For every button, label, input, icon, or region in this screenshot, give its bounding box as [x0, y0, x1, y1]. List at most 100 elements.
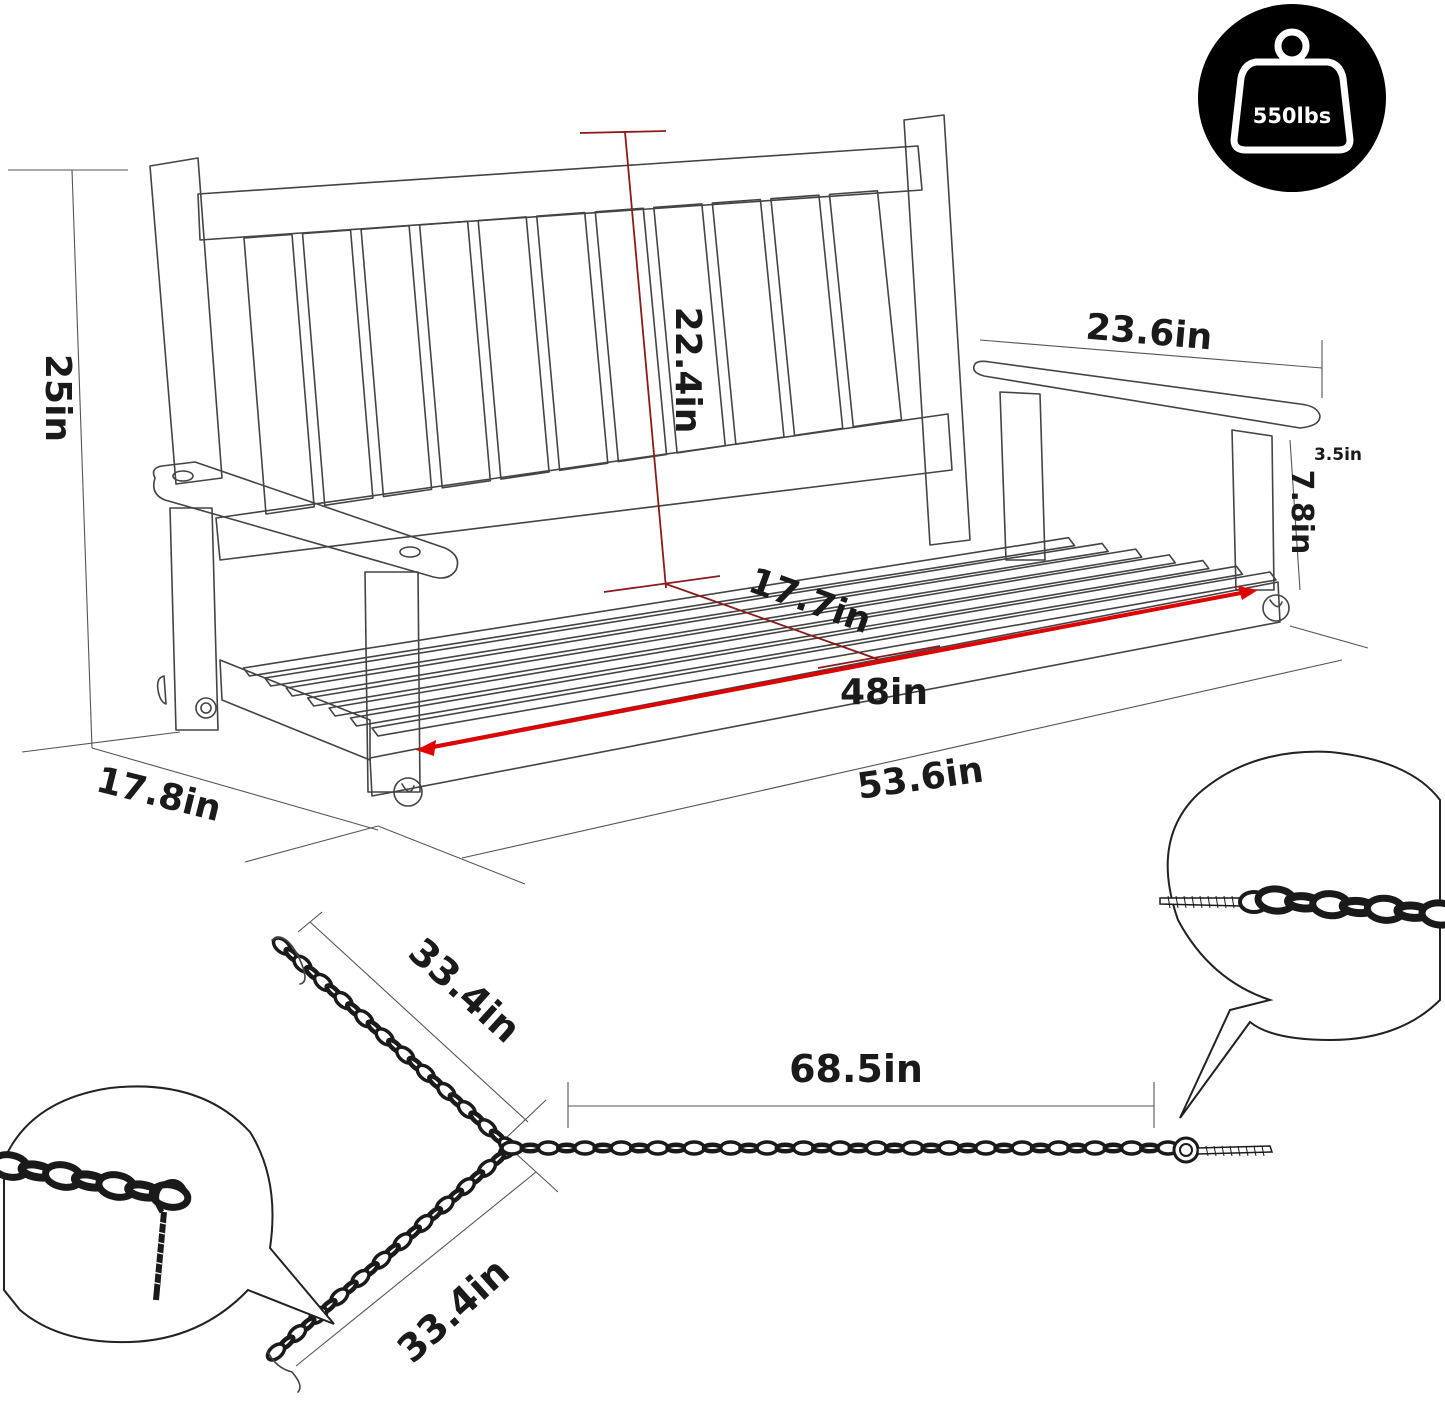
lower-chain-label: 33.4in	[389, 1249, 518, 1371]
left-back-post	[149, 157, 223, 485]
chain-link	[956, 1142, 979, 1154]
hanger-hook-right	[1262, 594, 1290, 622]
hanger-hook-rear-left	[156, 675, 217, 719]
left-armrest	[152, 461, 459, 579]
chain-link	[665, 1142, 687, 1154]
chain-link	[1139, 1142, 1161, 1154]
seat-width-label: 48in	[840, 672, 928, 713]
chain-link	[1102, 1142, 1125, 1154]
chain-link	[609, 1140, 634, 1156]
right-rear-arm-post	[999, 391, 1046, 561]
chain-link	[774, 1142, 797, 1154]
chain-link	[811, 1142, 833, 1154]
seat-slat	[264, 542, 1109, 687]
bench-dimension-lines	[416, 130, 1258, 756]
chain-link	[1083, 1140, 1107, 1156]
detail-callout-hook	[0, 1085, 335, 1344]
seat-slat	[349, 565, 1244, 727]
back-slat	[477, 216, 550, 480]
chain-link	[1119, 1140, 1144, 1156]
bench-dimension-labels: 22.4in 25in 23.6in 3.5in 7.8in 17.7in 48…	[37, 307, 1362, 830]
back-slat	[301, 229, 374, 507]
chain-link	[1046, 1140, 1071, 1156]
chain-link	[1029, 1142, 1052, 1154]
chain-link	[592, 1142, 614, 1154]
back-slat	[594, 207, 668, 463]
chain-link	[1066, 1142, 1088, 1154]
weight-badge: 550lbs	[1198, 4, 1386, 192]
arm-height-label: 7.8in	[1284, 470, 1319, 555]
right-back-post	[903, 114, 971, 546]
seat-slat	[328, 559, 1210, 717]
chain-link	[791, 1140, 816, 1156]
arm-thickness-label: 3.5in	[1314, 445, 1362, 465]
chain-link	[536, 1140, 561, 1156]
seat-slat	[285, 548, 1143, 697]
upper-chain-label: 33.4in	[400, 929, 529, 1051]
back-slat	[828, 189, 903, 428]
detail-callout-eye-bolt	[1159, 750, 1445, 1119]
chain-link	[974, 1140, 998, 1156]
chain-link	[500, 1140, 524, 1156]
chain-link	[265, 1342, 287, 1362]
chain-link	[901, 1140, 925, 1156]
chain-link	[682, 1140, 706, 1156]
seat-depth-label: 17.7in	[743, 560, 876, 642]
chain-link	[755, 1140, 779, 1156]
back-slat	[770, 194, 844, 437]
right-front-post	[1231, 429, 1275, 591]
seat-slat	[306, 554, 1177, 707]
weight-label: 550lbs	[1253, 104, 1332, 128]
chain-link	[718, 1140, 743, 1156]
back-slat	[535, 211, 609, 472]
arm-length-label: 23.6in	[1084, 307, 1214, 359]
total-height-label: 25in	[37, 354, 78, 442]
chain-detail-top	[1254, 885, 1445, 929]
chain-link	[920, 1142, 942, 1154]
weight-icon	[1230, 28, 1354, 154]
chain-link	[864, 1140, 889, 1156]
back-slat	[360, 224, 433, 498]
left-rear-arm-post	[169, 507, 219, 731]
overall-width-label: 53.6in	[855, 749, 986, 807]
main-chain-label: 68.5in	[789, 1047, 923, 1091]
chain-link	[628, 1142, 651, 1154]
chain-link	[555, 1142, 578, 1154]
seat-slats	[242, 536, 1277, 737]
bench	[8, 114, 1369, 885]
lower-back-rail	[215, 413, 953, 561]
back-slat	[711, 198, 785, 445]
seat-slat	[371, 571, 1277, 737]
chain-link	[1418, 899, 1445, 929]
seat-slat	[242, 536, 1076, 677]
chain-link	[883, 1142, 906, 1154]
chain-assembly: 33.4in 33.4in 68.5in	[265, 911, 1274, 1393]
chain-links	[265, 936, 1180, 1362]
chain-link	[573, 1140, 597, 1156]
hanger-hook-front-left	[393, 777, 423, 807]
s-hook-icon-lower	[267, 1351, 301, 1393]
chain-link	[937, 1140, 962, 1156]
chain-link	[701, 1142, 724, 1154]
chain-link	[738, 1142, 760, 1154]
chain-link	[828, 1140, 852, 1156]
back-slat	[243, 233, 315, 515]
right-armrest	[972, 360, 1321, 429]
front-seat-rail	[369, 581, 1281, 797]
chain-link	[1010, 1140, 1034, 1156]
seat-width-arrow	[427, 590, 1247, 750]
hook-detail-icon	[151, 1179, 189, 1301]
chain-link	[993, 1142, 1015, 1154]
chain-link	[646, 1140, 670, 1156]
chain-link	[519, 1142, 541, 1154]
s-hook-icon	[271, 936, 306, 985]
back-height-label: 22.4in	[667, 307, 708, 434]
top-rail	[197, 145, 923, 241]
eye-bolt-icon	[1172, 1136, 1274, 1164]
back-slats	[243, 189, 903, 515]
overall-depth-label: 17.8in	[92, 760, 225, 830]
back-slat	[653, 203, 727, 454]
back-slat	[418, 220, 492, 489]
